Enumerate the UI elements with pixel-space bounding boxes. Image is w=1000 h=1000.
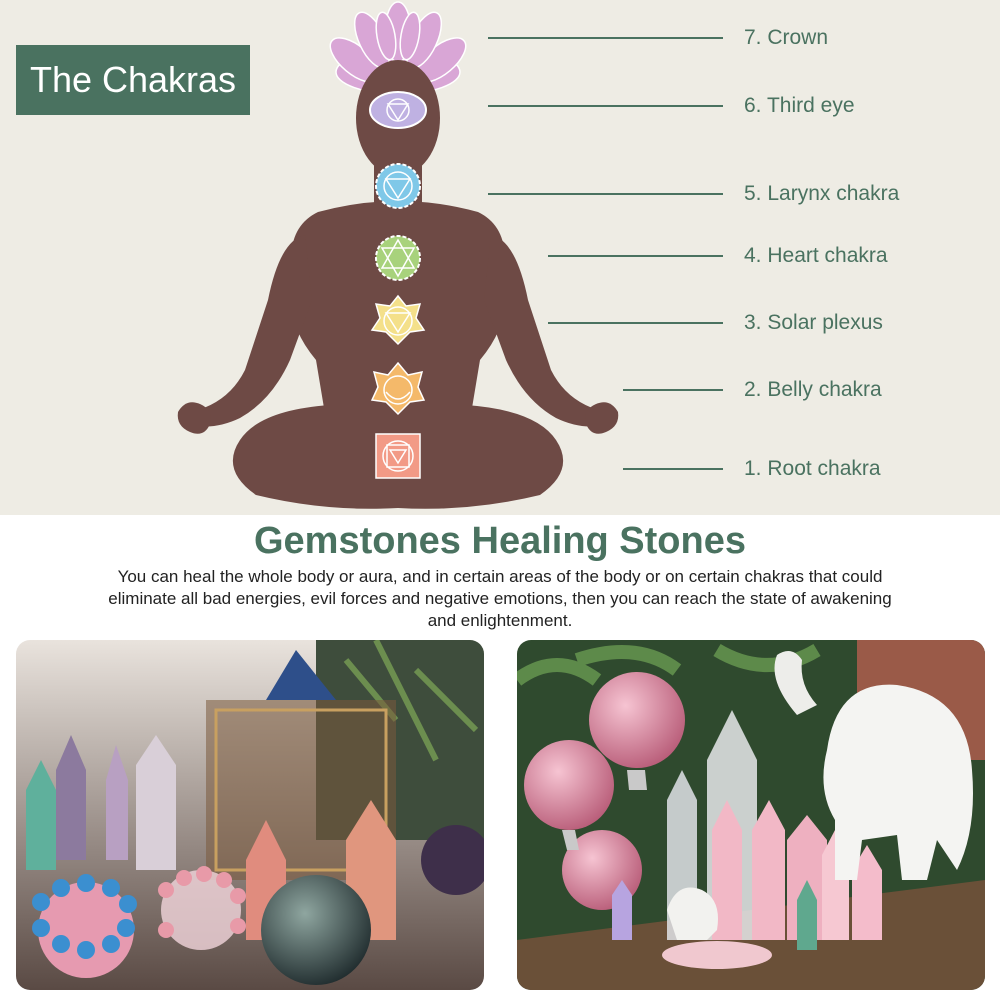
third-eye-chakra-icon xyxy=(369,91,427,129)
chakra-label-text: 7. Crown xyxy=(744,26,829,49)
leader-line xyxy=(488,105,723,107)
crystal-collection-image xyxy=(16,640,484,990)
leader-line xyxy=(548,322,723,324)
rose-quartz-image xyxy=(517,640,985,990)
chakra-label-text: 2. Belly chakra xyxy=(744,378,882,401)
chakra-label-crown: 7. Crown xyxy=(488,23,888,53)
leader-line xyxy=(488,37,723,39)
chakra-label-belly: 2. Belly chakra xyxy=(623,375,923,405)
leader-line xyxy=(548,255,723,257)
chakra-label-root: 1. Root chakra xyxy=(623,454,923,484)
meditating-figure xyxy=(177,1,619,509)
chakra-panel: The Chakras xyxy=(0,0,1000,515)
root-chakra-icon xyxy=(375,433,421,479)
page-title: The Chakras xyxy=(16,45,250,115)
larynx-chakra-icon xyxy=(375,163,421,209)
solar-plexus-chakra-icon xyxy=(370,294,426,346)
chakra-label-text: 5. Larynx chakra xyxy=(744,182,900,205)
chakra-label-text: 6. Third eye xyxy=(744,94,855,117)
chakra-label-solar-plexus: 3. Solar plexus xyxy=(548,308,928,338)
chakra-label-text: 1. Root chakra xyxy=(744,457,881,480)
section-description: You can heal the whole body or aura, and… xyxy=(108,567,892,630)
gemstones-photo-right xyxy=(517,640,985,990)
chakra-label-heart: 4. Heart chakra xyxy=(548,241,928,271)
chakra-label-text: 4. Heart chakra xyxy=(744,244,888,267)
chakra-label-third-eye: 6. Third eye xyxy=(488,91,888,121)
leader-line xyxy=(623,468,723,470)
chakra-label-text: 3. Solar plexus xyxy=(744,311,883,334)
belly-chakra-icon xyxy=(370,361,426,416)
leader-line xyxy=(488,193,723,195)
leader-line xyxy=(623,389,723,391)
heart-chakra-icon xyxy=(375,235,421,281)
chakra-label-larynx: 5. Larynx chakra xyxy=(488,179,928,209)
gemstones-photo-left xyxy=(16,640,484,990)
section-heading: Gemstones Healing Stones xyxy=(253,520,746,562)
